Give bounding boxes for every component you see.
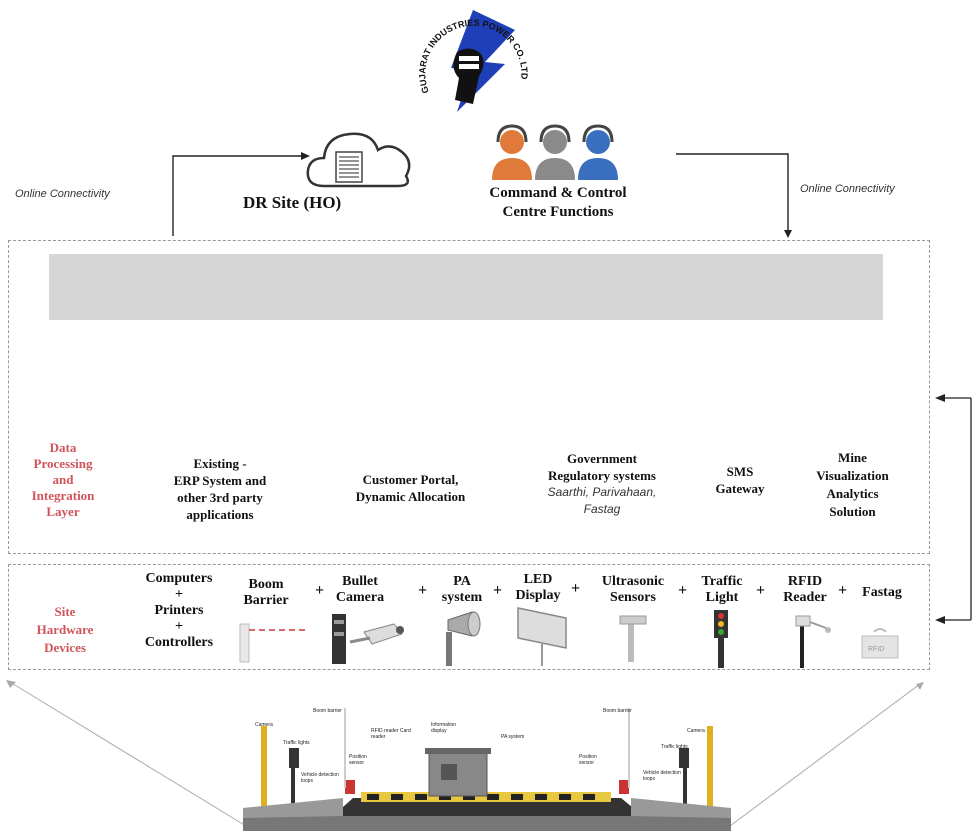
gray-banner	[49, 254, 883, 320]
plaza-label-information-display: Information display	[431, 722, 457, 734]
fist-icon	[453, 48, 484, 104]
right-connector-arrow	[676, 153, 792, 238]
pa-system-icon	[446, 611, 481, 666]
traffic-light-icon	[714, 610, 728, 668]
mine-visualization-item: Mine Visualization Analytics Solution	[816, 450, 889, 519]
operators-headset-icon	[492, 124, 618, 180]
plus-sign: +	[315, 582, 325, 599]
plaza-label-pa-system: PA system	[501, 734, 525, 740]
online-connectivity-right: Online Connectivity	[800, 183, 895, 195]
plaza-label-traffic-lights-left: Traffic lights	[283, 740, 310, 746]
boom-barrier-icon	[239, 623, 306, 663]
command-control-label: Command & Control Centre Functions	[489, 185, 627, 220]
plaza-label-vehicle-loops-left: Vehicle detection loops	[301, 772, 339, 784]
toll-plaza-illustration: Camera Traffic lights Boom barrier RFID …	[243, 688, 731, 831]
left-connector-arrow	[172, 152, 310, 236]
plaza-label-traffic-lights-right: Traffic lights	[661, 744, 688, 750]
plaza-guide-lines	[6, 680, 924, 827]
company-logo: GUJARAT INDUSTRIES POWER CO. LTD.	[412, 0, 535, 120]
site-hardware-title: Site Hardware Devices	[36, 604, 94, 655]
svg-text:RFID: RFID	[868, 646, 884, 653]
plaza-label-vehicle-loops-right: Vehicle detection loops	[643, 770, 681, 782]
plaza-label-position-sensor-left: Position sensor	[349, 754, 367, 766]
government-regulatory-item: Government Regulatory systems Saarthi, P…	[547, 451, 657, 516]
site-hardware-layer-box	[8, 564, 930, 670]
computers-printers-controllers: Computers + Printers + Controllers	[144, 571, 214, 650]
data-processing-layer-box	[8, 240, 930, 554]
bullet-camera-icon	[332, 614, 404, 664]
cloud-server-icon	[306, 132, 411, 188]
rfid-reader-icon	[795, 615, 831, 668]
plus-sign: +	[493, 582, 503, 599]
data-processing-title: Data Processing and Integration Layer	[31, 440, 95, 519]
fastag-icon: RFID	[861, 628, 899, 659]
plaza-label-rfid-reader: RFID reader Card reader	[371, 728, 411, 740]
sms-gateway-item: SMS Gateway	[715, 464, 765, 496]
led-display-icon	[517, 607, 567, 666]
ultrasonic-sensor-icon	[619, 615, 647, 662]
online-connectivity-left: Online Connectivity	[15, 188, 110, 200]
plus-sign: +	[418, 582, 428, 599]
plaza-label-boom-barrier-left: Boom barrier	[313, 708, 342, 714]
plus-sign: +	[838, 582, 848, 599]
fastag-label: Fastag	[862, 585, 902, 600]
plaza-label-boom-barrier-right: Boom barrier	[603, 708, 632, 714]
customer-portal-item: Customer Portal, Dynamic Allocation	[355, 472, 466, 504]
plus-sign: +	[678, 582, 688, 599]
plus-sign: +	[571, 580, 581, 597]
plaza-label-camera-right: Camera	[687, 728, 705, 734]
dr-site-label: DR Site (HO)	[243, 193, 342, 212]
right-side-connector	[935, 394, 972, 624]
plus-sign: +	[756, 582, 766, 599]
plaza-label-camera-left: Camera	[255, 722, 273, 728]
plaza-label-position-sensor-right: Position sensor	[579, 754, 597, 766]
erp-system-item: Existing - ERP System and other 3rd part…	[173, 456, 267, 522]
